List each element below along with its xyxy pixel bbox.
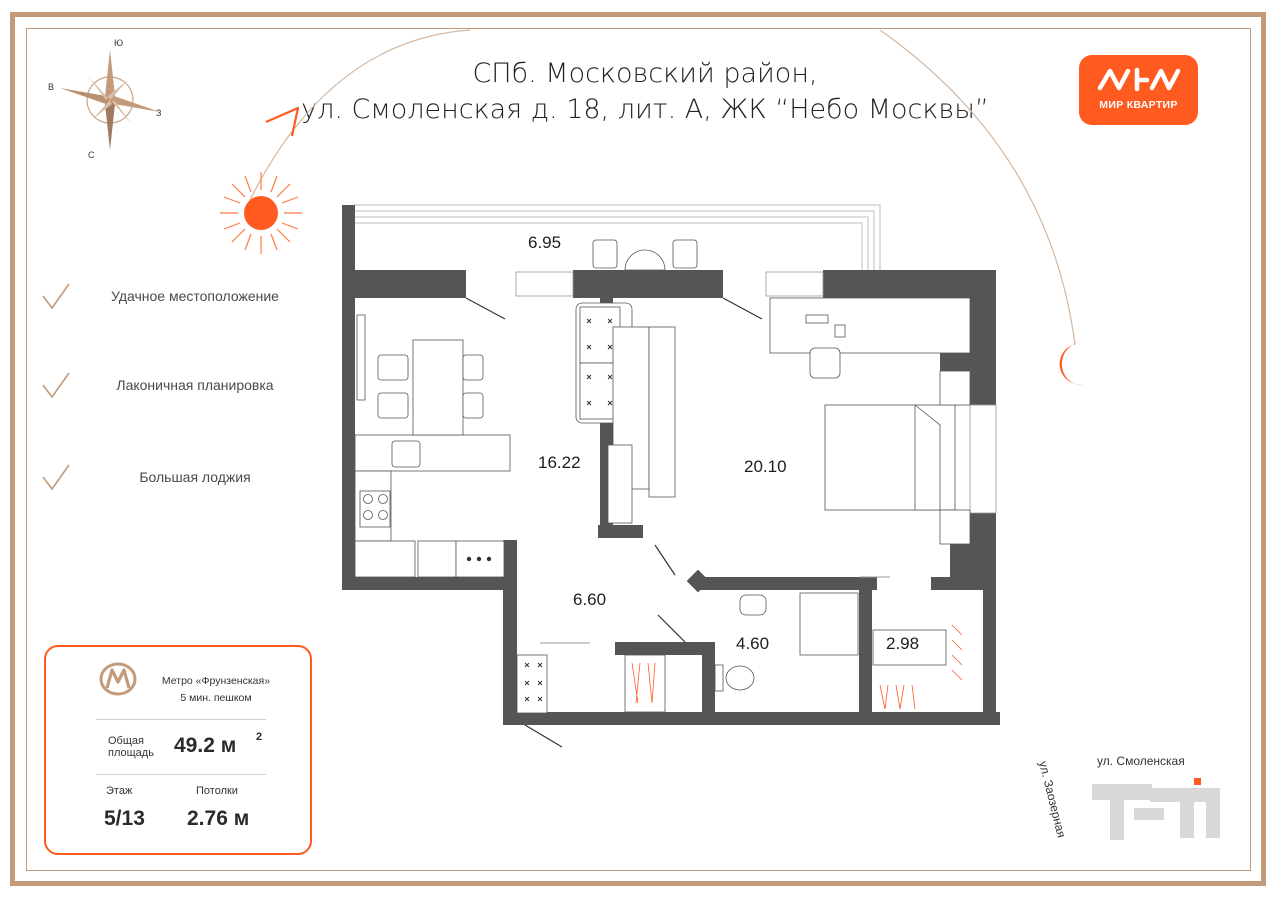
sun-icon (220, 172, 302, 254)
logo-text: МИР КВАРТИР (1099, 99, 1178, 111)
outer-frame (10, 12, 1266, 886)
total-area-label: Общая площадь (108, 735, 168, 759)
check-icon (42, 372, 70, 399)
divider (96, 774, 266, 775)
compass-rose: Ю В З С (40, 38, 170, 163)
total-area-label-line-2: площадь (108, 747, 154, 759)
ceiling-value: 2.76 м (187, 807, 250, 830)
metro-icon (99, 662, 137, 696)
building-location-marker (1194, 778, 1201, 785)
street-name-smolenskaya: ул. Смоленская (1097, 754, 1185, 768)
floor-plan: 6.95 16.22 20.10 6.60 4.60 2.98 (340, 185, 1003, 755)
total-area-value: 49.2 м (174, 734, 237, 757)
check-icon (42, 464, 70, 491)
feature-text: Удачное местоположение (111, 288, 279, 304)
compass-west-label: З (156, 108, 162, 118)
feature-text: Большая лоджия (139, 469, 251, 485)
compass-north-label: С (88, 150, 95, 160)
room-area-bathroom: 4.60 (736, 634, 770, 653)
address-line-2: ул. Смоленская д. 18, лит. А, ЖК “Небо М… (301, 94, 989, 125)
compass-east-label: В (48, 82, 55, 92)
total-area-label-line-1: Общая (108, 735, 144, 747)
room-area-bedroom: 20.10 (744, 457, 787, 476)
feature-layout: Лаконичная планировка (40, 369, 290, 403)
total-area-unit: 2 (256, 731, 263, 743)
feature-location: Удачное местоположение (40, 280, 290, 314)
floor-plan-drawing (342, 204, 1003, 748)
room-area-hallway: 6.60 (573, 590, 607, 609)
company-logo: МИР КВАРТИР (1079, 55, 1198, 125)
divider (96, 719, 266, 720)
location-minimap (1092, 778, 1220, 840)
check-icon (42, 283, 70, 310)
metro-walk-time: 5 мин. пешком (180, 692, 252, 704)
room-area-loggia: 6.95 (528, 233, 562, 252)
room-area-wardrobe: 2.98 (886, 634, 920, 653)
room-area-kitchen-living: 16.22 (538, 453, 581, 472)
address-title: СПб. Московский район, ул. Смоленская д.… (300, 56, 990, 128)
floor-label: Этаж (106, 785, 133, 797)
compass-rose-icon (60, 50, 160, 150)
floor-value: 5/13 (104, 807, 145, 830)
metro-name: Метро «Фрунзенская» (161, 675, 271, 687)
feature-text: Лаконичная планировка (116, 377, 274, 393)
logo-mark-icon (1097, 67, 1181, 92)
feature-loggia: Большая лоджия (40, 461, 290, 495)
apartment-info-card: Метро «Фрунзенская» 5 мин. пешком Общая … (44, 645, 312, 855)
address-line-1: СПб. Московский район, (472, 58, 818, 89)
compass-south-label: Ю (114, 38, 124, 48)
moon-icon (1059, 344, 1084, 385)
ceiling-label: Потолки (196, 785, 238, 797)
inner-frame (26, 28, 1251, 871)
